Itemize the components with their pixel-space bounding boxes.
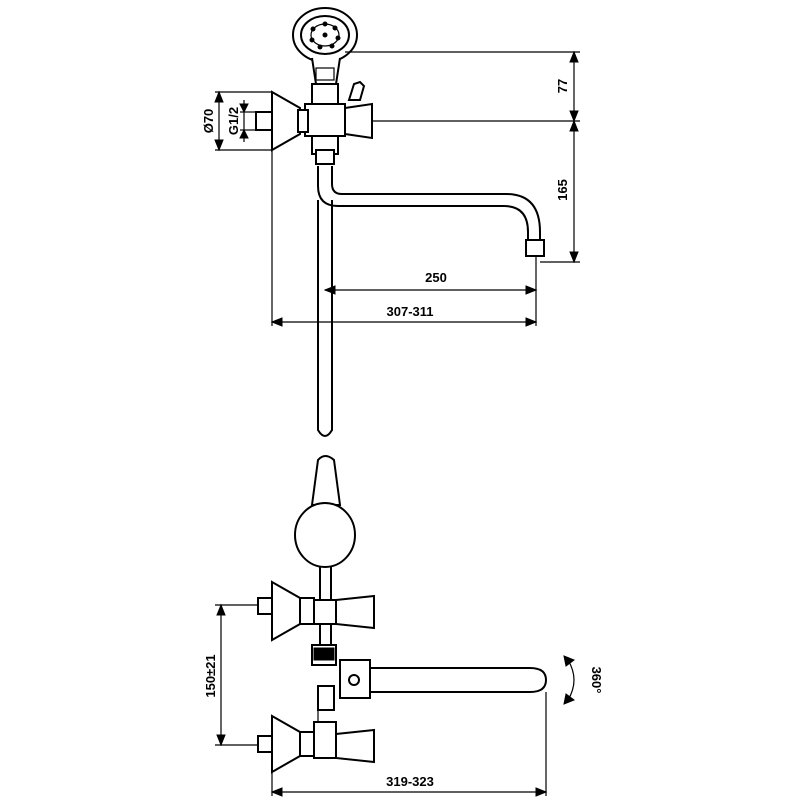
rotation-label: 360°: [589, 667, 604, 694]
shower-rod: [317, 200, 333, 437]
dimension-flange: Ø70 G1/2: [201, 90, 272, 152]
diverter-lever: [347, 80, 366, 101]
rotation-indicator: 360°: [563, 655, 604, 705]
dim-77-label: 77: [555, 79, 570, 93]
spout-aerator: [525, 239, 545, 257]
valve-upper: [257, 580, 375, 642]
dim-250-label: 250: [425, 270, 447, 285]
dim-307-311-label: 307-311: [387, 304, 434, 319]
dim-150-label: 150±21: [203, 654, 218, 697]
central-body: [311, 644, 371, 711]
mixer-body: [304, 83, 373, 165]
side-view: 77 165 250 307-311 Ø70: [201, 7, 580, 437]
dimension-overall-top: 307-311: [270, 150, 538, 327]
dimension-height: 77 165: [345, 50, 580, 264]
spout: [317, 166, 529, 244]
dim-diameter-label: Ø70: [201, 109, 216, 134]
spout-front: [369, 667, 548, 693]
lever-handle: [294, 455, 356, 645]
wall-flange: [255, 90, 309, 152]
front-view: 150±21 319-323 360°: [203, 455, 604, 797]
dimension-inlet-spacing: 150±21: [203, 603, 258, 747]
dimension-overall-bottom: 319-323: [270, 692, 548, 797]
shower-head: [292, 7, 358, 85]
dim-165-label: 165: [555, 179, 570, 201]
dim-thread-label: G1/2: [226, 107, 241, 135]
dim-319-323-label: 319-323: [386, 774, 434, 789]
dimension-spout-reach: 250: [323, 256, 538, 296]
valve-lower: [257, 708, 375, 774]
